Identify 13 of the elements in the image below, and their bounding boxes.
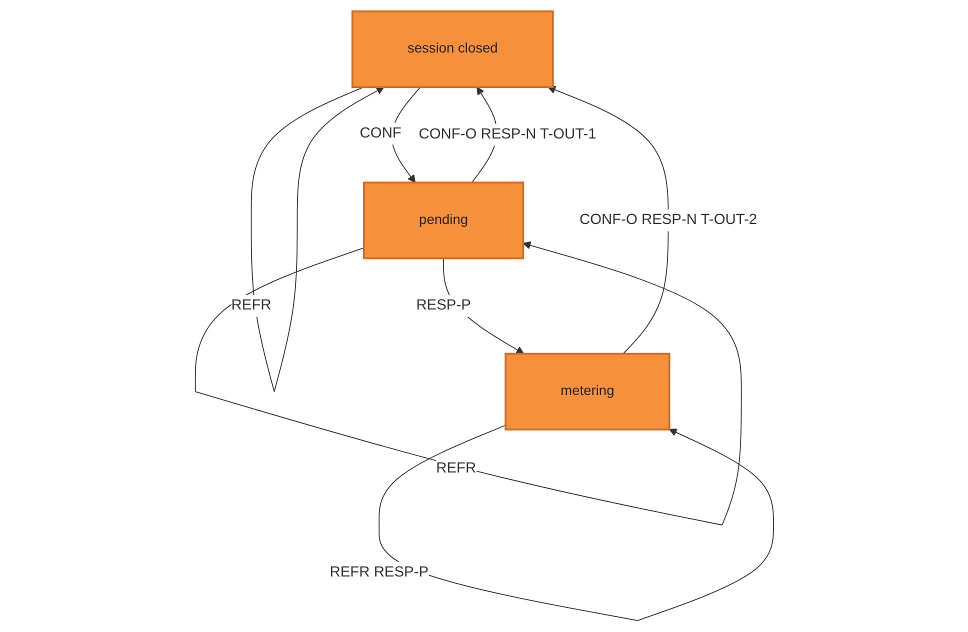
edge-label: CONF-O RESP-N T-OUT-2 [579, 212, 757, 228]
node-box: pending [362, 182, 524, 260]
node-box: session closed [351, 10, 554, 88]
node-box: metering [504, 352, 670, 430]
edge-label: REFR [436, 460, 476, 476]
edge-label: REFR [230, 298, 271, 314]
edge-label: CONF [359, 125, 401, 141]
arrow [547, 86, 668, 354]
arrow [194, 241, 742, 526]
arrow [378, 424, 774, 622]
edge-label: REFR RESP-P [329, 564, 428, 580]
edge-label: CONF-O RESP-N T-OUT-1 [418, 126, 596, 142]
edge-label: RESP-P [416, 298, 470, 314]
